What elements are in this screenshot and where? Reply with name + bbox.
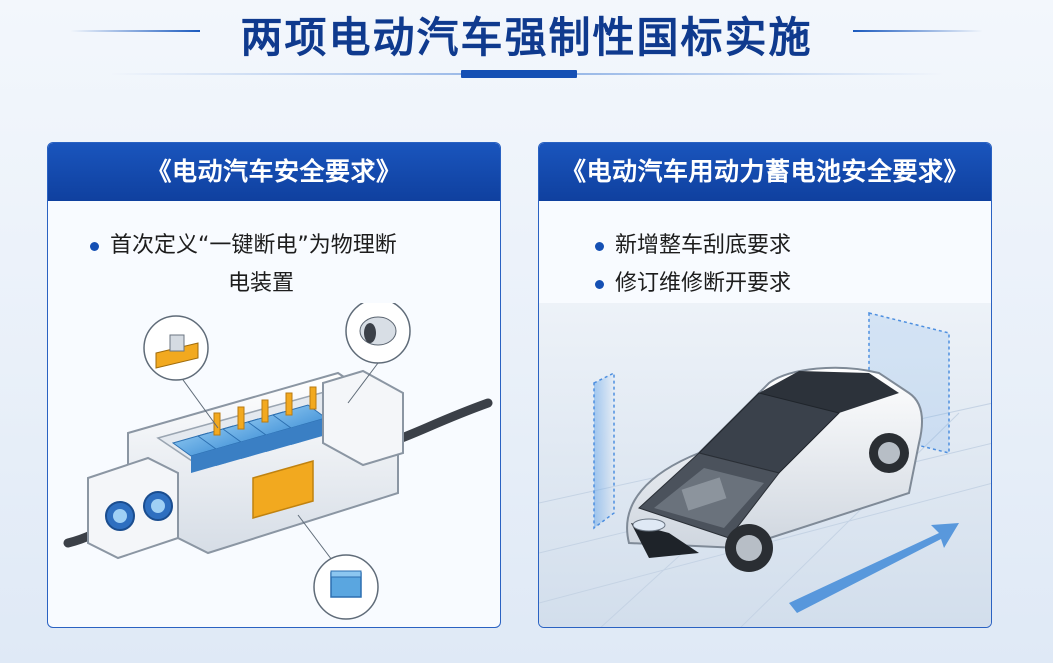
title-decor-line-right [853,30,983,32]
title-decor-line-left [70,30,200,32]
page-title: 两项电动汽车强制性国标实施 [240,13,813,62]
standard-card-ev-safety: 《电动汽车安全要求》 首次定义“一键断电”为物理断 电装置 [47,142,501,628]
orange-switch-block [252,460,314,519]
bullet-text-line2: 电装置 [228,271,295,296]
title-bar: 两项电动汽车强制性国标实施 [0,0,1053,80]
direction-arrow [789,523,959,613]
title-accent-bar [461,70,577,78]
car [626,366,923,572]
bullet-list: 新增整车刮底要求 修订维修断开要求 [539,227,991,303]
end-cap-right [322,369,404,467]
gold-pins [213,386,317,436]
bullet-text-line1: 首次定义“一键断电”为物理断 [110,233,397,258]
standard-card-battery-safety: 《电动汽车用动力蓄电池安全要求》 新增整车刮底要求 修订维修断开要求 [538,142,992,628]
sedan-illustration [539,303,991,627]
end-cap-left [87,456,179,560]
battery-cells [171,404,328,473]
bullet-item: 首次定义“一键断电”为物理断 电装置 [48,227,500,303]
bullet-item: 修订维修断开要求 [539,265,991,303]
bullet-text: 新增整车刮底要求 [615,233,792,258]
card-title: 《电动汽车安全要求》 [48,143,500,201]
light-panel-left [593,371,615,530]
bullet-dot [595,242,604,251]
bullet-list: 首次定义“一键断电”为物理断 电装置 [48,227,500,303]
card-title: 《电动汽车用动力蓄电池安全要求》 [539,143,991,201]
disconnect-device-illustration [63,303,493,620]
bullet-dot [595,280,604,289]
bullet-text: 修订维修断开要求 [615,271,792,296]
bullet-item: 新增整车刮底要求 [539,227,991,265]
bullet-dot [90,242,99,251]
headlight [632,518,666,532]
